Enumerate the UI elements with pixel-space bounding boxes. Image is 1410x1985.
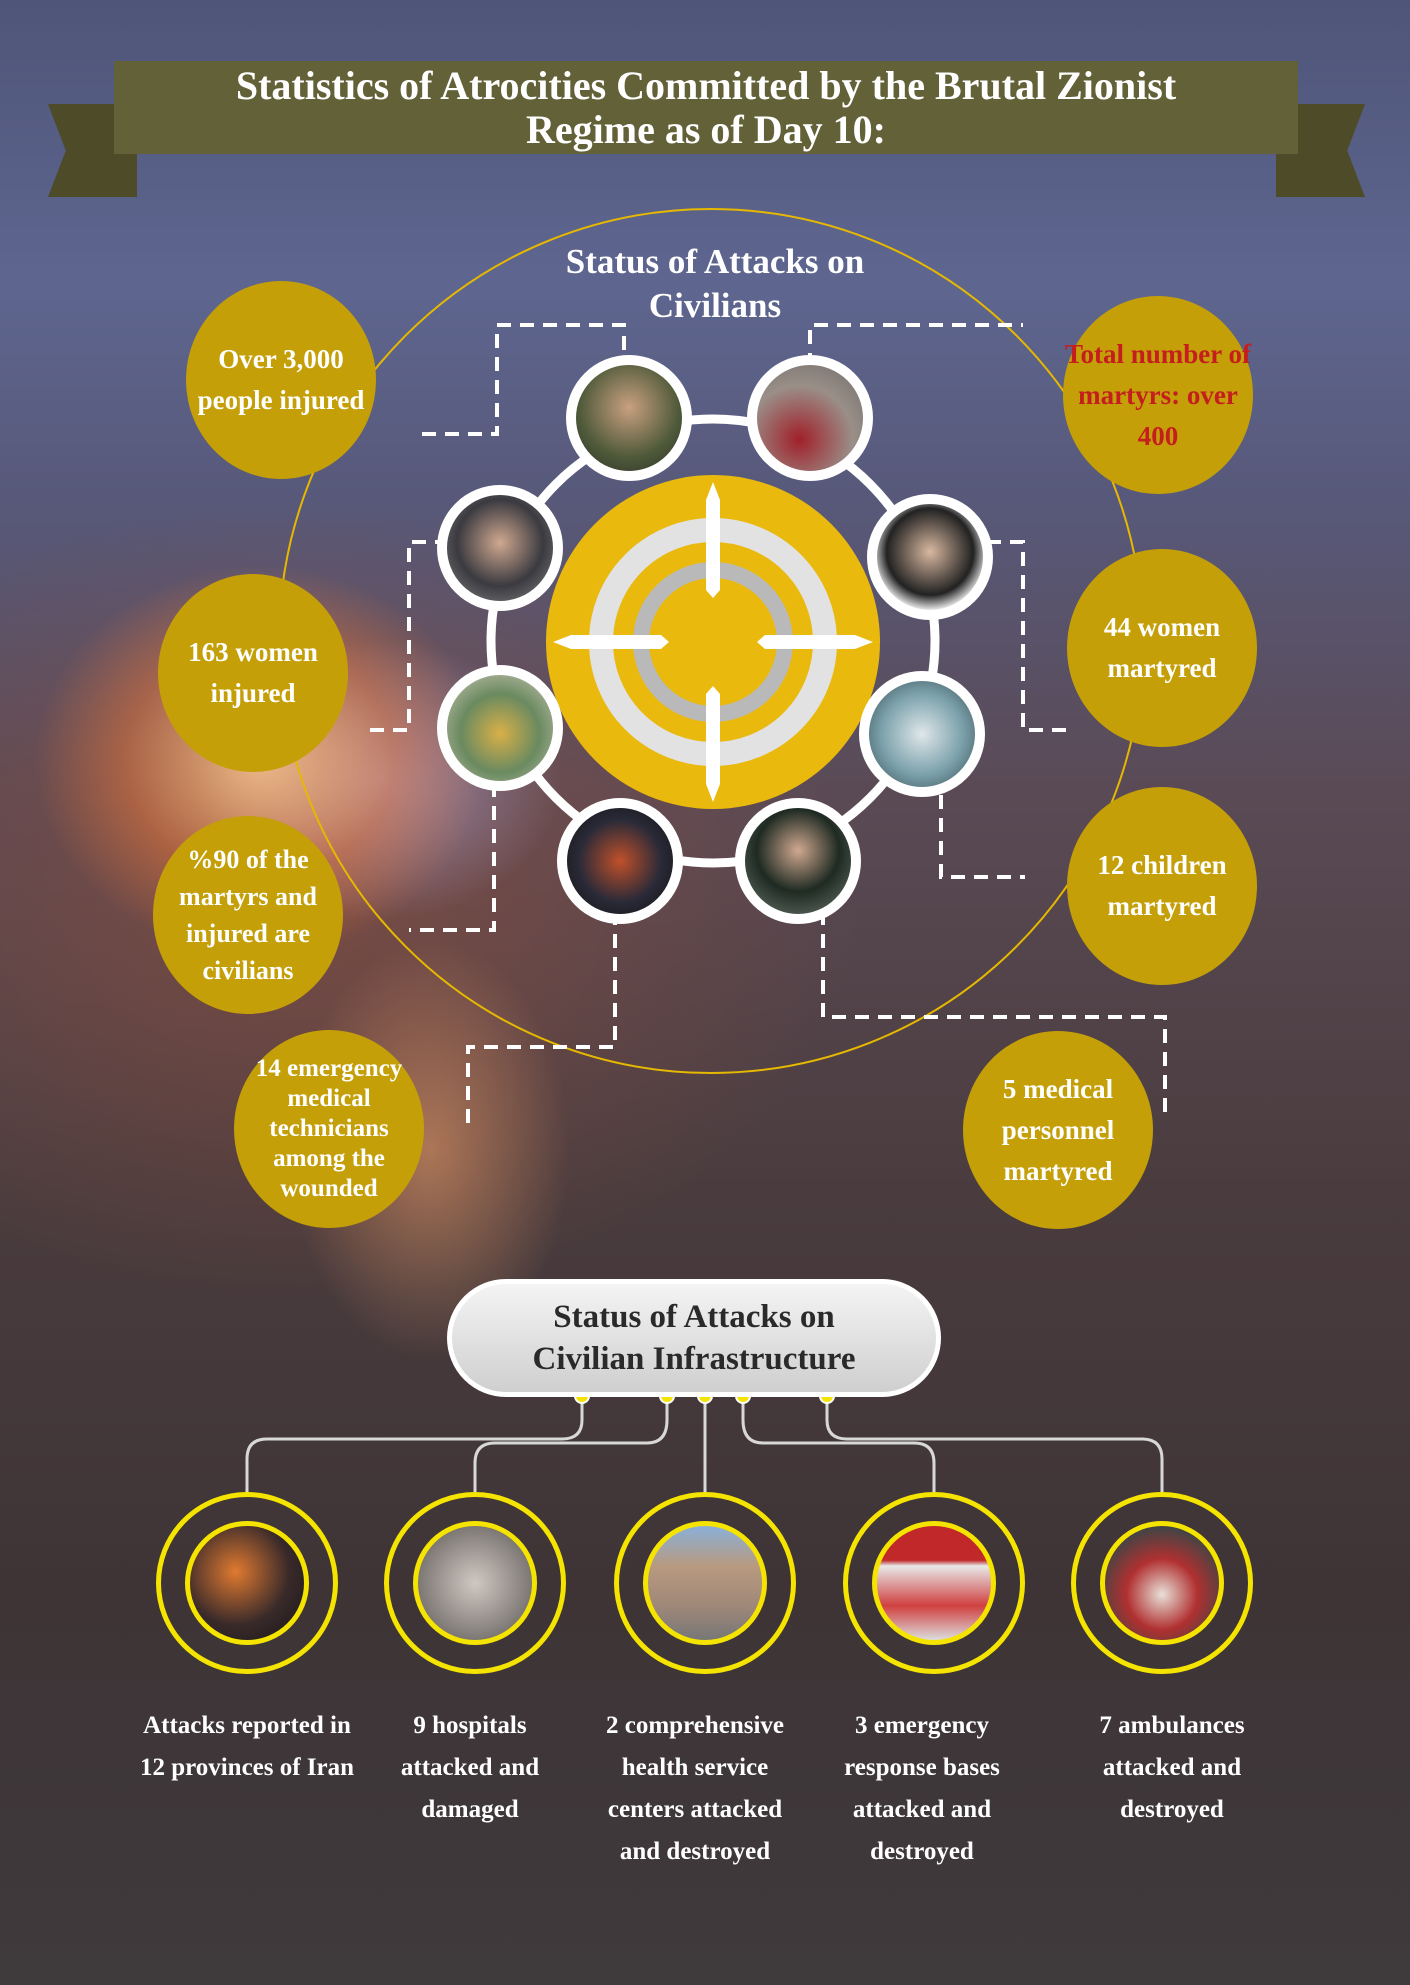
page-title: Statistics of Atrocities Committed by th… <box>114 61 1298 154</box>
stat-emt-wounded: 14 emergency medical technicians among t… <box>234 1030 424 1228</box>
stat-civilian-share: %90 of the martyrs and injured are civil… <box>153 816 343 1014</box>
infra-label-ambulances: 7 ambulances attacked and destroyed <box>1099 1712 1245 1823</box>
photo-ambulance <box>1100 1521 1224 1645</box>
photo-man-carrying-child <box>566 355 692 481</box>
infra-label-emergency-bases: 3 emergency response bases attacked and … <box>844 1712 1000 1865</box>
dashed-connectors <box>363 323 1167 1127</box>
target-icon <box>546 475 880 809</box>
infra-item-hospitals <box>384 1492 566 1674</box>
stat-children-martyred: 12 children martyred <box>1067 787 1257 985</box>
infra-label-health-centers: 2 comprehensive health service centers a… <box>606 1712 784 1865</box>
infra-item-health-centers <box>614 1492 796 1674</box>
photo-elderly-woman <box>437 485 563 611</box>
infra-item-provinces <box>156 1492 338 1674</box>
page-title-text: Statistics of Atrocities Committed by th… <box>235 62 1177 152</box>
photo-woman-portrait <box>867 494 993 620</box>
photo-health-center <box>643 1521 767 1645</box>
infrastructure-heading-text: Status of Attacks on Civilian Infrastruc… <box>532 1299 856 1377</box>
photo-woman-hijab <box>735 798 861 924</box>
stat-injured: Over 3,000 people injured <box>186 281 376 479</box>
photo-family <box>437 665 563 791</box>
infra-item-emergency-bases <box>843 1492 1025 1674</box>
photo-night-fire <box>185 1521 309 1645</box>
photo-hospital-damage <box>413 1521 537 1645</box>
photo-rubble-victim <box>747 355 873 481</box>
civilians-heading: Status of Attacks on Civilians <box>565 242 865 325</box>
infra-label-hospitals: 9 hospitals attacked and damaged <box>400 1712 540 1823</box>
infrastructure-heading: Status of Attacks on Civilian Infrastruc… <box>447 1279 941 1397</box>
photo-rescue-scene <box>557 798 683 924</box>
infra-item-ambulances <box>1071 1492 1253 1674</box>
photo-orbit <box>486 414 940 868</box>
stat-medical-martyred: 5 medical personnel martyred <box>963 1031 1153 1229</box>
stat-martyrs-total: Total number of martyrs: over 400 <box>1063 296 1253 494</box>
infra-connectors <box>245 1396 1164 1492</box>
photo-emergency-base <box>872 1521 996 1645</box>
stat-women-martyred: 44 women martyred <box>1067 549 1257 747</box>
photo-medical-mask <box>859 671 985 797</box>
infra-label-provinces: Attacks reported in 12 provinces of Iran <box>139 1712 355 1781</box>
stat-women-injured: 163 women injured <box>158 574 348 772</box>
